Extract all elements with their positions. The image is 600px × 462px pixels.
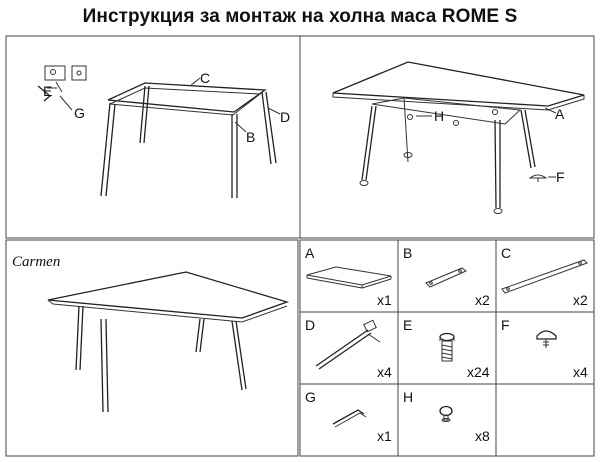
part-cell-h: H x8: [403, 389, 490, 444]
foot-pad-icon: [536, 330, 557, 348]
part-cell-d: D x4: [305, 317, 392, 380]
allen-key-icon: [332, 409, 367, 428]
part-letter: G: [305, 389, 316, 405]
mounting-clip-icon: [439, 405, 453, 422]
part-letter: H: [403, 389, 413, 405]
part-qty: x8: [475, 428, 490, 444]
screw-icon: [439, 332, 455, 362]
finished-table-drawing: [47, 271, 290, 413]
part-letter: F: [501, 317, 510, 333]
tabletop-assembly-drawing: [332, 61, 585, 214]
label-e: E: [43, 83, 52, 99]
part-qty: x4: [377, 364, 392, 380]
brand-logo: Carmen: [12, 254, 60, 270]
short-rail-icon: [425, 267, 467, 288]
part-qty: x1: [377, 292, 392, 308]
part-qty: x1: [377, 428, 392, 444]
label-b: B: [246, 129, 255, 145]
part-cell-a: A x1: [305, 245, 392, 308]
part-letter: A: [305, 245, 315, 261]
part-cell-f: F x4: [501, 317, 588, 380]
part-letter: E: [403, 317, 412, 333]
long-rail-icon: [501, 259, 588, 294]
part-letter: C: [501, 245, 511, 261]
part-cell-b: B x2: [403, 245, 490, 308]
label-f: F: [556, 169, 565, 185]
part-qty: x2: [475, 292, 490, 308]
label-g: G: [74, 105, 85, 121]
label-d: D: [280, 109, 290, 125]
part-qty: x4: [573, 364, 588, 380]
part-qty: x2: [573, 292, 588, 308]
part-cell-g: G x1: [305, 389, 392, 444]
leg-drawing: [100, 85, 277, 198]
part-qty: x24: [467, 364, 490, 380]
part-cell-c: C x2: [501, 245, 588, 308]
frame-assembly-drawing: [37, 65, 281, 198]
bracket-detail-drawing: [37, 65, 87, 102]
page-title: Инструкция за монтаж на холна маса ROME …: [82, 6, 518, 27]
part-letter: D: [305, 317, 315, 333]
label-h: H: [434, 108, 444, 124]
leg-icon: [315, 319, 381, 370]
parts-grid: [299, 239, 595, 457]
finished-table-panel: [5, 239, 299, 457]
part-cell-e: E x24: [403, 317, 490, 380]
label-c: C: [200, 70, 210, 86]
tabletop-icon: [306, 266, 392, 286]
part-letter: B: [403, 245, 412, 261]
label-a: A: [555, 106, 565, 122]
